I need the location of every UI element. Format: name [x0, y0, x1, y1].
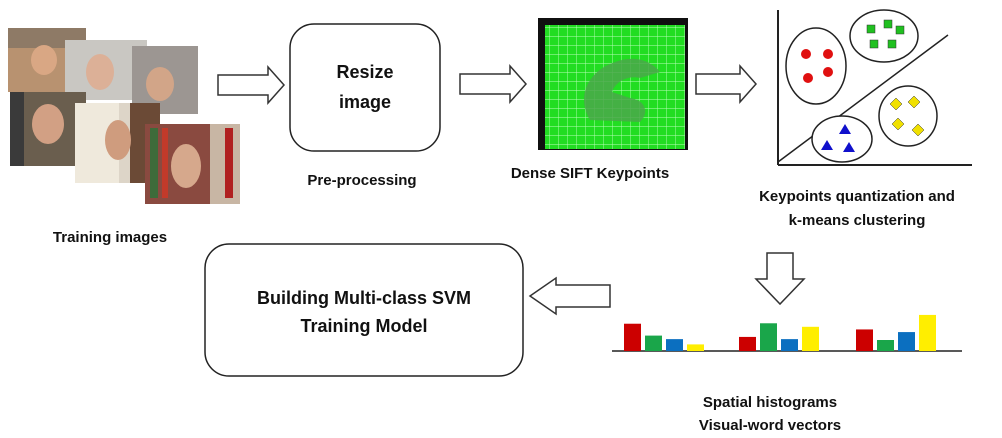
training-images-label: Training images [53, 229, 167, 246]
data-point [821, 140, 833, 150]
quantization-label-line1: Keypoints quantization and [759, 188, 955, 205]
spatial-histogram [612, 314, 962, 352]
histogram-bar [877, 340, 894, 351]
hand-photo [145, 124, 240, 204]
svm-model-box [204, 243, 524, 377]
svm-label-line2: Training Model [300, 316, 427, 336]
data-point [823, 49, 833, 59]
flow-arrow-right [459, 64, 528, 104]
histogram-bar [739, 336, 756, 351]
histogram-bar [802, 326, 819, 351]
data-point [889, 97, 903, 111]
flow-arrow-right [217, 65, 286, 105]
flow-arrow-left [528, 276, 611, 316]
histogram-bar [898, 332, 915, 351]
data-point [891, 117, 905, 131]
histogram-bar [666, 339, 683, 351]
histogram-bar [645, 335, 662, 351]
svm-label-line1: Building Multi-class SVM [257, 288, 471, 308]
hand-photo [10, 92, 86, 166]
data-point [907, 95, 921, 109]
histograms-label-line2: Visual-word vectors [699, 417, 841, 434]
cluster-green [849, 9, 919, 63]
decision-boundary [777, 34, 949, 163]
histogram-bar [687, 344, 704, 351]
histogram-bar [624, 323, 641, 351]
data-point [887, 39, 897, 49]
cluster-blue [811, 115, 873, 163]
resize-box-label-line2: image [339, 92, 391, 112]
clustering-plot [777, 9, 972, 166]
histogram-bar [856, 329, 873, 351]
hand-photo [132, 46, 198, 114]
data-point [911, 123, 925, 137]
cluster-red [785, 27, 847, 105]
histogram-bar [781, 339, 798, 351]
resize-image-box [289, 23, 441, 152]
data-point [839, 124, 851, 134]
data-point [801, 49, 811, 59]
flow-arrow-right [695, 64, 758, 104]
data-point [866, 24, 876, 34]
data-point [823, 67, 833, 77]
data-point [843, 142, 855, 152]
histogram-bar [919, 314, 936, 351]
data-point [869, 39, 879, 49]
data-point [803, 73, 813, 83]
resize-box-label-line1: Resize [336, 62, 393, 82]
cluster-yellow [878, 85, 938, 147]
data-point [883, 19, 893, 29]
training-images-collage [8, 28, 240, 204]
preprocessing-label: Pre-processing [307, 172, 416, 189]
histogram-bar [760, 323, 777, 351]
histograms-label-line1: Spatial histograms [703, 394, 837, 411]
data-point [895, 25, 905, 35]
dense-sift-image [538, 18, 688, 150]
quantization-label-line2: k-means clustering [789, 212, 926, 229]
hand-silhouette [584, 58, 660, 122]
flow-arrow-down [754, 252, 806, 306]
dense-sift-label: Dense SIFT Keypoints [511, 165, 669, 182]
